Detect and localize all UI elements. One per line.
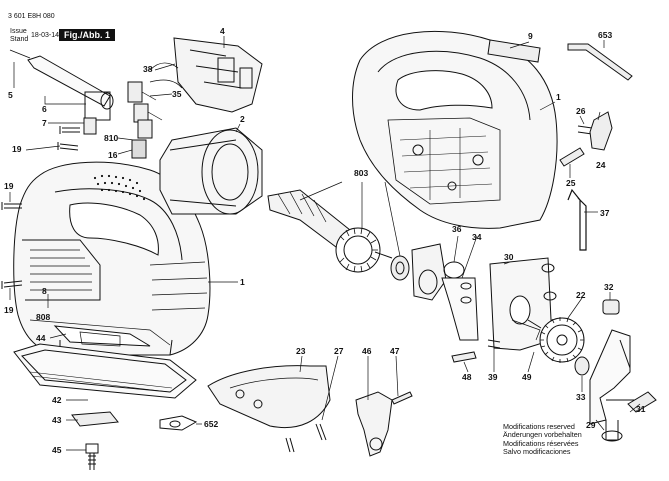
callout-48: 48 [462,372,472,382]
dust-spout-5 [9,49,114,110]
callout-803: 803 [354,168,368,178]
motor-stator-2 [159,127,263,215]
screw-27 [315,423,327,441]
tool-housing-right [352,30,558,229]
callout-2: 2 [240,114,245,124]
note-en: Modifications reserved [503,422,575,431]
callout-36: 36 [452,224,462,234]
callout-32: 32 [604,282,614,292]
issue-date: 18-03-14 [31,32,60,39]
part-7 [83,117,97,135]
callout-23: 23 [296,346,306,356]
carbon-brushes [127,81,163,159]
callout-25: 25 [566,178,576,188]
callout-4: 4 [220,26,225,36]
doc-number: 3 601 E8H 080 [8,13,55,20]
lever-24 [589,111,613,151]
pin-25 [559,147,585,167]
callout-5: 5 [8,90,13,100]
bracket-6 [84,91,111,121]
callout-35: 35 [172,89,182,99]
callout-42: 42 [52,395,62,405]
key-652 [159,415,198,431]
part-32 [602,299,620,315]
note-fr: Modifications réservées [503,438,579,448]
clamp-plate-43 [71,411,119,427]
callout-29: 29 [586,420,596,430]
pin-47 [391,391,413,405]
callout-19a: 19 [12,144,22,154]
callout-27: 27 [334,346,344,356]
callout-45: 45 [52,445,62,455]
callout-38: 38 [143,64,153,74]
callout-46: 46 [362,346,372,356]
callout-810: 810 [104,133,118,143]
callout-26: 26 [576,106,586,116]
callout-49: 49 [522,372,532,382]
callout-30: 30 [504,252,514,262]
callout-22: 22 [576,290,586,300]
issue-label: Issue [10,28,27,35]
callout-labels: 5 6 7 19 19 19 38 4 35 810 16 2 803 8 80… [4,26,646,455]
callout-19b: 19 [4,181,14,191]
leader-lines [9,36,641,451]
hex-key-653 [567,43,633,81]
switch-module-4 [149,37,263,113]
cover-strip-9 [487,39,541,63]
lift-plate-30 [489,257,557,351]
blade-guard-23 [207,365,331,428]
callout-808: 808 [36,312,50,322]
modification-notes: Modifications reserved Änderungen vorbeh… [503,422,582,457]
callout-653: 653 [598,30,612,40]
note-es: Salvo modificaciones [503,447,571,457]
callout-31: 31 [636,404,646,414]
note-de: Änderungen vorbehalten [503,430,582,440]
washer-33 [574,356,590,376]
gear-22 [527,317,585,363]
pin-39 [487,339,501,349]
callout-44: 44 [36,333,46,343]
screw-26 [577,125,593,135]
callout-34: 34 [472,232,482,242]
callout-19c: 19 [4,305,14,315]
stroke-rod-assembly [589,329,657,442]
callout-6: 6 [42,104,47,114]
clip-48 [451,351,477,363]
figure-label: Fig./Abb. 1 [59,29,115,41]
screw-45 [85,443,99,470]
callout-47: 47 [390,346,400,356]
callout-1-right: 1 [556,92,561,102]
callout-24: 24 [596,160,606,170]
guide-wire-37 [567,188,587,251]
blade-holder-46 [355,391,393,457]
armature-803 [267,189,393,273]
stand-label: Stand [10,36,29,43]
bearing-assembly [390,243,479,341]
callout-7: 7 [42,118,47,128]
screw-23b [285,437,295,453]
callout-1-left: 1 [240,277,245,287]
callout-652: 652 [204,419,218,429]
callout-8: 8 [42,286,47,296]
callout-16: 16 [108,150,118,160]
baseplate [13,325,197,399]
callout-9: 9 [528,31,533,41]
callout-37: 37 [600,208,610,218]
callout-33: 33 [576,392,586,402]
callout-39: 39 [488,372,498,382]
callout-43: 43 [52,415,62,425]
